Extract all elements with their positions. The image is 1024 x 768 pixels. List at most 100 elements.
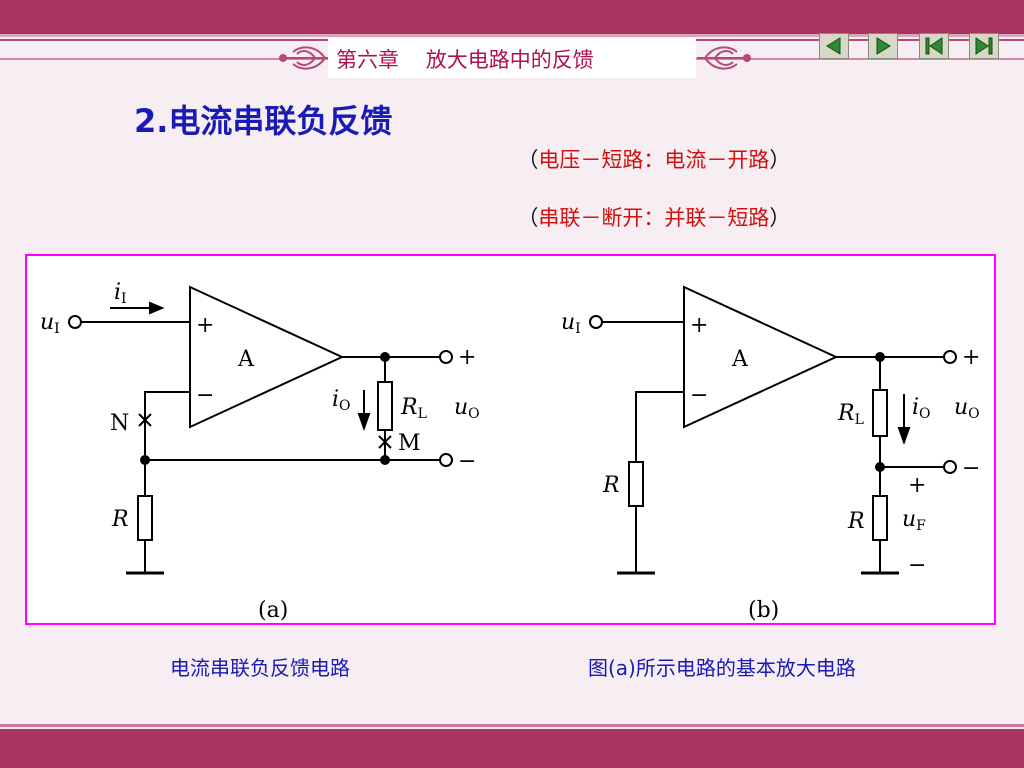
label-uf-main: u	[902, 507, 916, 532]
label-io-sub: O	[919, 406, 930, 422]
header-title-box	[328, 38, 696, 78]
label-out-minus: −	[458, 449, 476, 474]
label-ii-main: i	[114, 280, 121, 305]
prev-slide-button[interactable]	[819, 33, 849, 59]
label-rl: RL	[837, 401, 864, 428]
label-uo-main: u	[954, 395, 968, 420]
circuit-b	[589, 285, 957, 575]
top-line	[0, 34, 1024, 37]
next-icon	[876, 37, 891, 55]
label-out-plus: +	[962, 345, 980, 370]
output-plus-terminal	[943, 350, 957, 364]
circuit-diagram: iI uI + − A + − iO RL uO N M R (a) uI + …	[40, 280, 980, 623]
label-r: R	[111, 507, 129, 532]
arrow-icon	[897, 427, 911, 445]
label-uf-sub: F	[916, 518, 926, 534]
caption-left: 电流串联负反馈电路	[170, 656, 350, 680]
label-io: iO	[912, 395, 931, 422]
break-n-icon	[138, 413, 152, 427]
label-plus-in: +	[196, 313, 214, 338]
label-uf: uF	[902, 507, 926, 534]
paren-close: ）	[769, 206, 791, 230]
label-amp: A	[237, 347, 255, 372]
label-ui-b: uI	[561, 310, 581, 337]
label-uo: uO	[454, 395, 480, 422]
label-ui-sub: I	[54, 321, 60, 337]
label-b: (b)	[748, 598, 779, 623]
label-uf-plus: +	[908, 473, 926, 498]
first-icon	[925, 37, 943, 55]
junction-dot	[875, 462, 885, 472]
junction-dot	[380, 455, 390, 465]
last-slide-button[interactable]	[969, 33, 999, 59]
label-ui-a: uI	[40, 310, 60, 337]
label-out-minus: −	[962, 456, 980, 481]
label-ui-main: u	[561, 310, 575, 335]
output-minus-terminal	[943, 460, 957, 474]
circuit-frame: iI uI + − A + − iO RL uO N M R (a) uI + …	[25, 254, 996, 625]
arrow-icon	[149, 301, 165, 315]
opamp-b	[683, 285, 839, 429]
label-r: R	[847, 509, 865, 534]
chapter-title: 第六章 放大电路中的反馈	[336, 48, 594, 72]
label-uo-sub: O	[968, 406, 979, 422]
label-uo-main: u	[454, 395, 468, 420]
label-uo: uO	[954, 395, 980, 422]
bottom-bar	[0, 729, 1024, 768]
caption-right: 图(a)所示电路的基本放大电路	[588, 656, 856, 680]
r-left-resistor	[628, 461, 644, 507]
label-uf-minus: −	[908, 553, 926, 578]
output-minus-terminal	[439, 453, 453, 467]
note-series-parallel-text: 串联－断开：并联－短路	[538, 206, 770, 230]
paren-close: ）	[769, 148, 791, 172]
label-node-n: N	[110, 411, 129, 436]
first-slide-button[interactable]	[919, 33, 949, 59]
label-ii: iI	[114, 280, 127, 307]
label-ui-main: u	[40, 310, 54, 335]
label-r-left: R	[602, 473, 620, 498]
label-rl-main: R	[837, 401, 855, 426]
r-resistor	[872, 495, 888, 541]
circuit-a	[68, 285, 453, 575]
left-ornament-icon	[279, 46, 333, 70]
paren-open: （	[517, 148, 539, 172]
input-terminal	[589, 315, 603, 329]
label-out-plus: +	[458, 345, 476, 370]
label-amp: A	[731, 347, 749, 372]
r-resistor	[137, 495, 153, 541]
note-series-parallel: （串联－断开：并联－短路）	[504, 178, 790, 232]
break-m-icon	[378, 435, 392, 449]
label-io: iO	[332, 387, 351, 414]
section-title: 2.电流串联负反馈	[134, 102, 393, 140]
rl-resistor	[377, 381, 393, 431]
label-io-main: i	[332, 387, 339, 412]
paren-open: （	[517, 206, 539, 230]
label-rl: RL	[400, 395, 427, 422]
last-icon	[975, 37, 993, 55]
label-ui-sub: I	[575, 321, 581, 337]
output-plus-terminal	[439, 350, 453, 364]
label-ii-sub: I	[121, 291, 127, 307]
label-minus-in: −	[196, 383, 214, 408]
prev-icon	[826, 37, 841, 55]
next-slide-button[interactable]	[868, 33, 898, 59]
label-rl-main: R	[400, 395, 418, 420]
label-rl-sub: L	[418, 406, 427, 422]
label-io-sub: O	[339, 398, 350, 414]
note-short-open: （电压－短路：电流－开路）	[504, 120, 790, 174]
input-terminal	[68, 315, 82, 329]
note-short-open-text: 电压－短路：电流－开路	[538, 148, 770, 172]
opamp-a	[189, 285, 345, 429]
rl-resistor	[872, 389, 888, 437]
label-io-main: i	[912, 395, 919, 420]
label-plus-in: +	[690, 313, 708, 338]
label-uo-sub: O	[468, 406, 479, 422]
label-a: (a)	[258, 598, 288, 623]
top-bar	[0, 0, 1024, 34]
right-ornament-icon	[697, 46, 751, 70]
label-rl-sub: L	[855, 412, 864, 428]
label-node-m: M	[398, 431, 421, 456]
arrow-icon	[357, 413, 371, 431]
label-minus-in: −	[690, 383, 708, 408]
bottom-line	[0, 724, 1024, 727]
